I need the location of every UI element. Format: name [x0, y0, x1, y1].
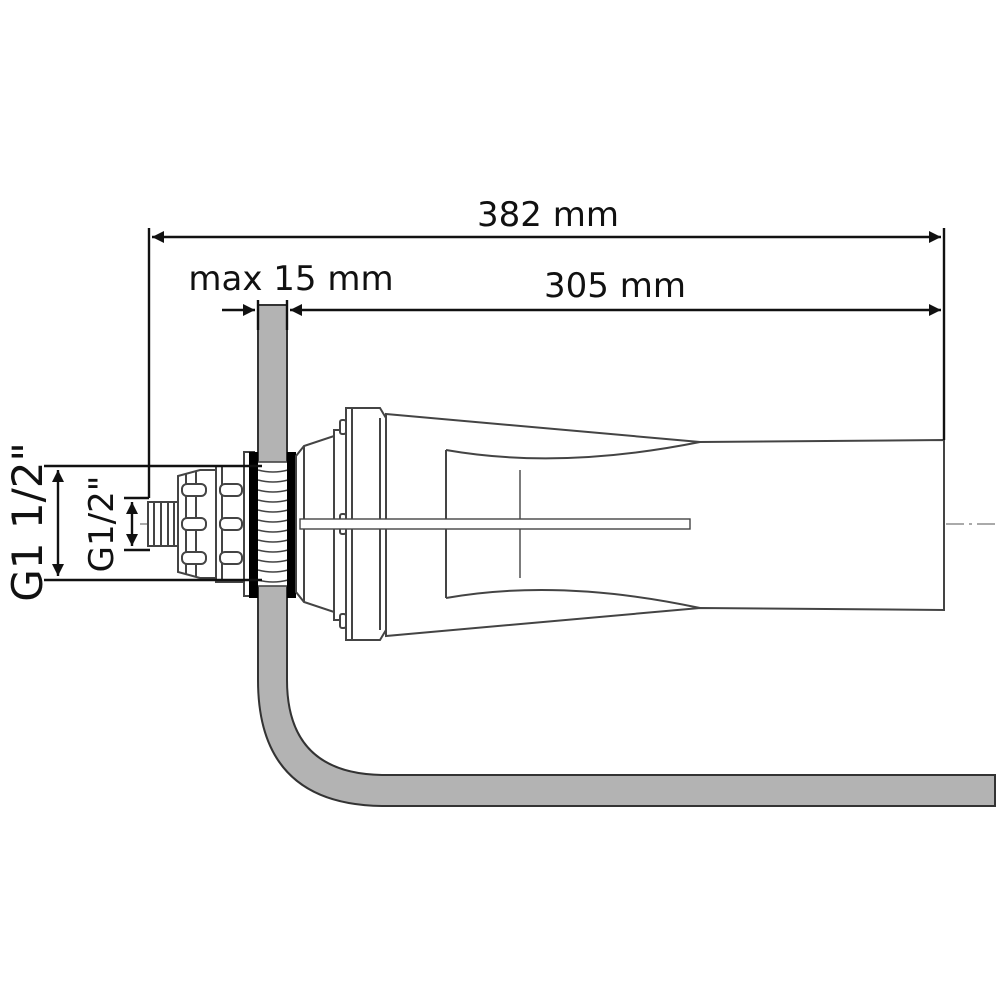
dim-overall: 382 mm: [147, 195, 946, 498]
inner-nozzle: [147, 501, 179, 547]
gaskets: [249, 452, 296, 598]
dim-thread-inner-label: G1/2": [82, 476, 122, 573]
dim-insert-label: 305 mm: [544, 266, 686, 306]
dim-overall-label: 382 mm: [477, 195, 619, 235]
lance-tube: [299, 412, 945, 638]
dim-insert: 305 mm: [290, 266, 941, 316]
dim-thread-outer-label: G1 1/2": [3, 442, 52, 602]
threaded-body: [255, 461, 291, 587]
dim-wall-label: max 15 mm: [188, 259, 393, 299]
dim-thread-outer: G1 1/2": [3, 442, 262, 602]
dim-wall: max 15 mm: [188, 259, 394, 330]
back-nut: [177, 451, 255, 597]
pool-wall: [257, 304, 996, 807]
dim-thread-inner: G1/2": [82, 476, 150, 573]
